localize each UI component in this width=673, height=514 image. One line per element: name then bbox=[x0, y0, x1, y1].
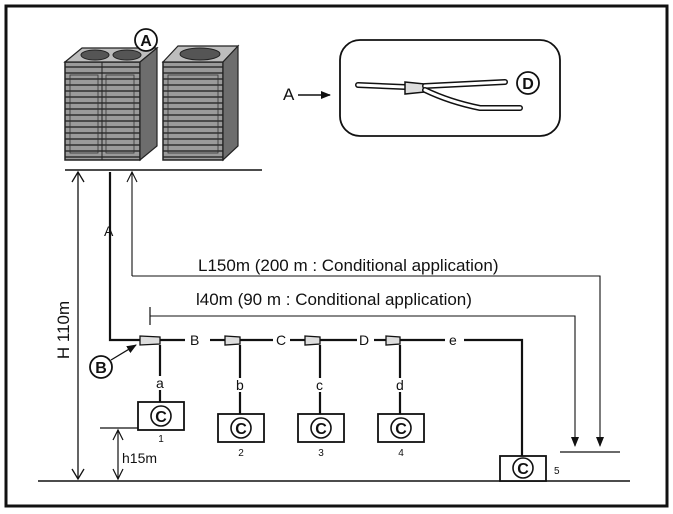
joint-label: B bbox=[95, 360, 107, 377]
indoor-unit-number: 3 bbox=[318, 448, 324, 459]
indoor-unit-icon: C 5 bbox=[499, 455, 560, 482]
indoor-unit-number: 4 bbox=[398, 448, 404, 459]
main-pipe-label: A bbox=[104, 223, 114, 239]
indoor-unit-icon: C 1 bbox=[137, 401, 185, 445]
branch-joint-icon bbox=[385, 335, 401, 346]
outdoor-unit-icon bbox=[63, 46, 159, 162]
pipe-d-label: d bbox=[396, 377, 404, 393]
branch-c-label: C bbox=[276, 332, 286, 348]
outdoor-unit-icon bbox=[161, 44, 240, 162]
branch-d-label: D bbox=[359, 332, 369, 348]
first-branch-dimension-line bbox=[150, 315, 579, 447]
frame-border bbox=[4, 4, 669, 508]
detail-ref-label: A bbox=[283, 85, 295, 104]
long-dimension-label: L150m (200 m : Conditional application) bbox=[198, 256, 499, 275]
indoor-unit-label: C bbox=[155, 409, 167, 426]
indoor-unit-label: C bbox=[517, 461, 529, 478]
indoor-unit-label: C bbox=[395, 421, 407, 438]
joint-callout: B bbox=[89, 344, 137, 379]
main-pipe bbox=[108, 172, 140, 342]
height-total-label: H 110m bbox=[54, 301, 73, 359]
outdoor-unit-callout: A bbox=[134, 28, 158, 52]
indoor-unit-number: 5 bbox=[554, 466, 560, 477]
branch-joint-icon bbox=[139, 335, 161, 346]
indoor-unit-number: 2 bbox=[238, 448, 244, 459]
branch-joint-icon bbox=[304, 335, 321, 346]
outdoor-unit-label: A bbox=[140, 33, 152, 50]
pipe-c-label: c bbox=[316, 377, 323, 393]
branch-joint-icon bbox=[224, 335, 241, 346]
branch-joint-detail: D bbox=[339, 39, 561, 137]
indoor-unit-number: 1 bbox=[158, 434, 164, 445]
height-indoor-label: h15m bbox=[122, 450, 157, 466]
indoor-unit-label: C bbox=[315, 421, 327, 438]
first-branch-dimension-label: l40m (90 m : Conditional application) bbox=[196, 290, 472, 309]
indoor-unit-icon: C 2 bbox=[217, 413, 265, 459]
branch-e-label: e bbox=[449, 332, 457, 348]
pipe-a-label: a bbox=[156, 375, 164, 391]
pipe-b-label: b bbox=[236, 377, 244, 393]
long-dimension-line bbox=[132, 275, 604, 447]
indoor-unit-label: C bbox=[235, 421, 247, 438]
joint-detail-label: D bbox=[522, 76, 534, 93]
indoor-unit-icon: C 3 bbox=[297, 413, 345, 459]
branch-b-label: B bbox=[190, 332, 199, 348]
indoor-unit-icon: C 4 bbox=[377, 413, 425, 459]
